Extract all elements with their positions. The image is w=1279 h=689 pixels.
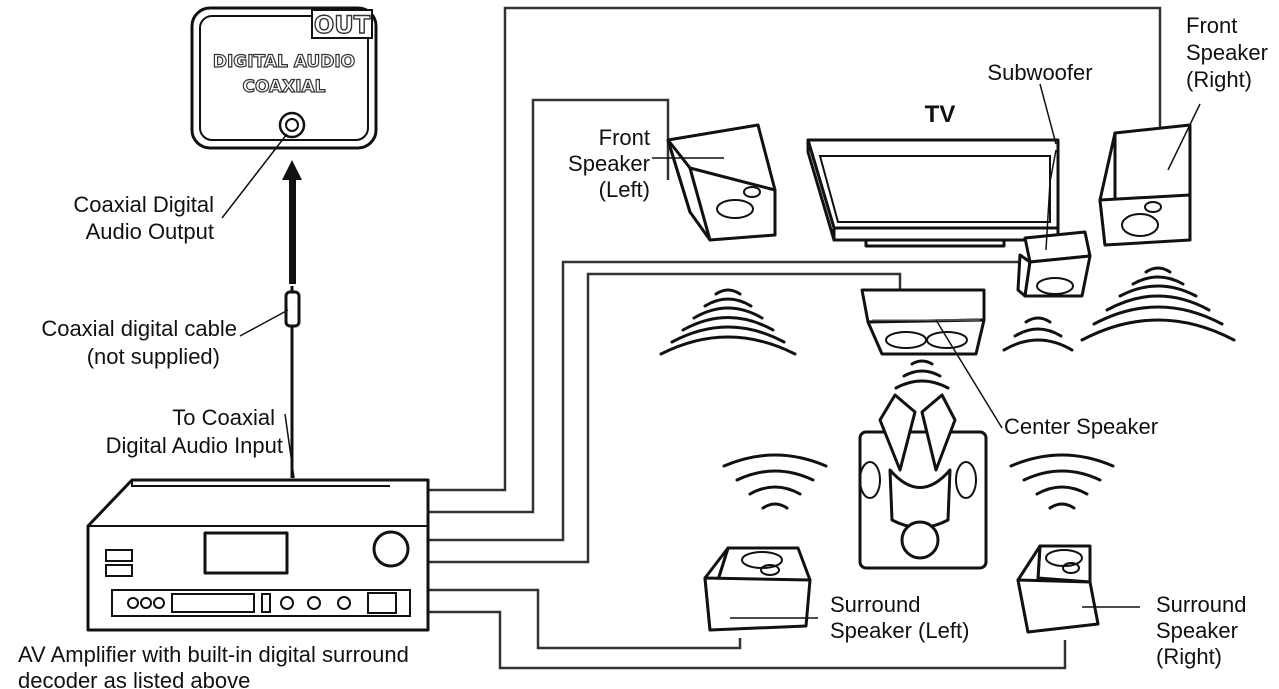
sound-wave-front-right xyxy=(1080,266,1236,342)
label-front-left-3: (Left) xyxy=(599,177,650,202)
surround-speaker-right xyxy=(1016,544,1100,634)
sound-wave-surround-right xyxy=(1009,453,1115,510)
label-coaxial-cable-1: Coaxial digital cable xyxy=(41,316,237,341)
rca-plug-icon xyxy=(284,290,301,328)
label-amplifier-1: AV Amplifier with built-in digital surro… xyxy=(18,642,409,667)
label-coaxial-output-2: Audio Output xyxy=(86,219,214,244)
center-speaker xyxy=(860,288,986,356)
label-surround-right-1: Surround xyxy=(1156,592,1247,617)
label-front-right-2: Speaker xyxy=(1186,40,1268,65)
listener-in-chair xyxy=(858,393,988,570)
wire-center xyxy=(428,272,902,564)
sound-wave-front-left xyxy=(659,288,797,356)
label-front-right-3: (Right) xyxy=(1186,67,1252,92)
label-front-left-2: Speaker xyxy=(568,151,650,176)
labels: Coaxial Digital Audio Output Coaxial dig… xyxy=(18,13,1268,689)
label-surround-right-2: Speaker xyxy=(1156,618,1238,643)
leader-lines xyxy=(221,83,1201,619)
label-surround-left-1: Surround xyxy=(830,592,921,617)
amp-display xyxy=(203,531,289,575)
label-to-coaxial-input-1: To Coaxial xyxy=(172,405,275,430)
panel-line-2: COAXIAL xyxy=(242,77,325,97)
wire-surround-left xyxy=(428,588,742,650)
coaxial-output-panel: OUT DIGITAL AUDIO COAXIAL xyxy=(190,6,378,150)
label-front-right-1: Front xyxy=(1186,13,1237,38)
speaker-wires xyxy=(428,6,1162,670)
sound-wave-subwoofer xyxy=(1002,316,1074,352)
wire-front-right xyxy=(428,6,1162,492)
wire-front-left xyxy=(428,98,670,514)
tv-label: TV xyxy=(925,101,956,128)
front-speaker-right xyxy=(1098,123,1192,247)
av-amplifier xyxy=(86,478,430,632)
subwoofer xyxy=(1016,230,1092,298)
arrow-up-icon xyxy=(282,160,302,180)
label-coaxial-output-1: Coaxial Digital xyxy=(73,192,214,217)
wire-subwoofer xyxy=(428,260,1020,542)
panel-out-label: OUT xyxy=(314,11,371,39)
label-amplifier-2: decoder as listed above xyxy=(18,668,250,689)
sound-wave-center xyxy=(894,359,950,390)
sound-wave-surround-left xyxy=(722,453,828,510)
surround-speaker-left xyxy=(703,546,812,632)
label-coaxial-cable-2: (not supplied) xyxy=(87,344,220,369)
front-speaker-left xyxy=(666,123,777,242)
label-front-left-1: Front xyxy=(599,125,650,150)
out-tab xyxy=(311,9,373,39)
coaxial-cable xyxy=(282,160,302,478)
tv xyxy=(806,138,1060,248)
label-subwoofer: Subwoofer xyxy=(987,60,1092,85)
sound-waves xyxy=(659,266,1236,510)
label-surround-left-2: Speaker (Left) xyxy=(830,618,969,643)
wire-surround-right xyxy=(428,610,1067,670)
label-to-coaxial-input-2: Digital Audio Input xyxy=(106,433,283,458)
label-center: Center Speaker xyxy=(1004,414,1158,439)
label-surround-right-3: (Right) xyxy=(1156,644,1222,669)
head-icon xyxy=(900,520,940,560)
panel-line-1: DIGITAL AUDIO xyxy=(213,52,355,72)
volume-knob-icon xyxy=(372,530,410,568)
